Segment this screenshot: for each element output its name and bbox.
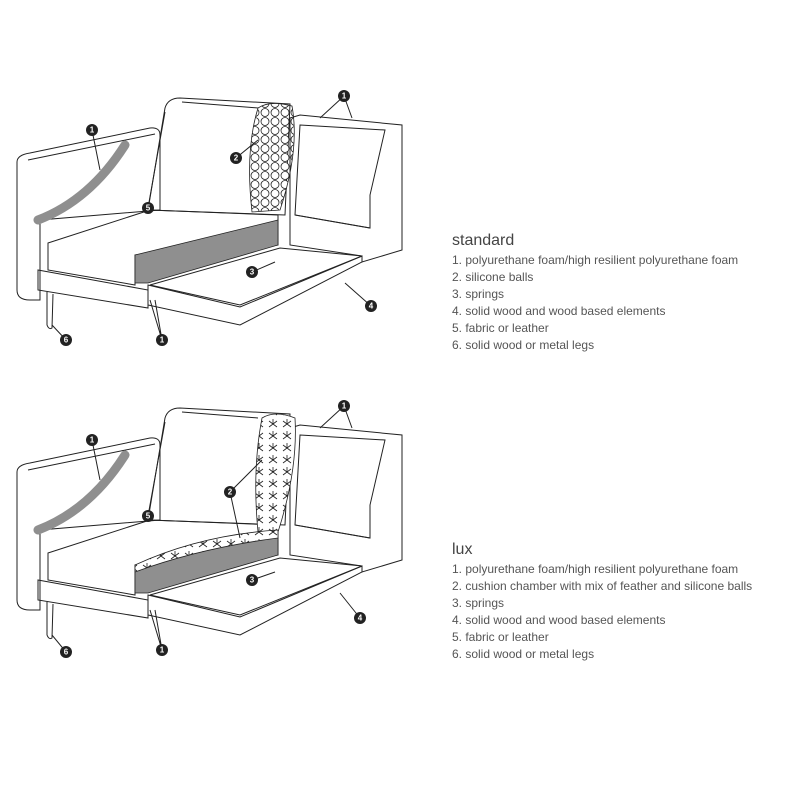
marker: 3 xyxy=(246,574,258,586)
marker: 1 xyxy=(86,434,98,446)
svg-text:3: 3 xyxy=(250,268,255,277)
svg-text:6: 6 xyxy=(64,648,69,657)
marker: 2 xyxy=(230,152,242,164)
svg-text:4: 4 xyxy=(358,614,363,623)
marker: 4 xyxy=(365,300,377,312)
legend-item: 5. fabric or leather xyxy=(452,630,549,644)
svg-text:3: 3 xyxy=(250,576,255,585)
svg-text:2: 2 xyxy=(234,154,239,163)
marker: 1 xyxy=(156,334,168,346)
legend-item: 6. solid wood or metal legs xyxy=(452,338,595,352)
legend-title: lux xyxy=(452,541,473,558)
marker: 1 xyxy=(338,400,350,412)
legend-item: 1. polyurethane foam/high resilient poly… xyxy=(452,562,739,576)
standard-sofa-drawing: 1 1 1 2 3 4 5 6 xyxy=(0,90,420,346)
legend-item: 3. springs xyxy=(452,596,505,610)
marker: 1 xyxy=(338,90,350,102)
marker: 6 xyxy=(60,646,72,658)
legend-title: standard xyxy=(452,232,515,249)
legend-item: 2. silicone balls xyxy=(452,270,534,284)
standard-legend: standard 1. polyurethane foam/high resil… xyxy=(452,232,738,354)
marker: 4 xyxy=(354,612,366,624)
legend-item: 6. solid wood or metal legs xyxy=(452,647,595,661)
seat-cushion-chamber xyxy=(134,529,279,573)
marker: 1 xyxy=(156,644,168,656)
svg-text:4: 4 xyxy=(369,302,374,311)
legend-item: 4. solid wood and wood based elements xyxy=(452,613,666,627)
legend-item: 2. cushion chamber with mix of feather a… xyxy=(452,579,753,593)
marker: 6 xyxy=(60,334,72,346)
svg-text:1: 1 xyxy=(90,436,95,445)
marker: 2 xyxy=(224,486,236,498)
legend-item: 5. fabric or leather xyxy=(452,321,549,335)
marker: 3 xyxy=(246,266,258,278)
lux-legend: lux 1. polyurethane foam/high resilient … xyxy=(452,541,752,663)
silicone-balls xyxy=(249,103,295,213)
svg-text:5: 5 xyxy=(146,512,151,521)
legend-item: 4. solid wood and wood based elements xyxy=(452,304,666,318)
svg-text:2: 2 xyxy=(228,488,233,497)
svg-text:1: 1 xyxy=(160,646,165,655)
marker: 5 xyxy=(142,202,154,214)
cushion-chamber xyxy=(255,413,296,533)
marker: 1 xyxy=(86,124,98,136)
svg-text:5: 5 xyxy=(146,204,151,213)
svg-text:1: 1 xyxy=(342,402,347,411)
svg-text:6: 6 xyxy=(64,336,69,345)
legend-item: 3. springs xyxy=(452,287,505,301)
marker: 5 xyxy=(142,510,154,522)
legend-item: 1. polyurethane foam/high resilient poly… xyxy=(452,253,739,267)
lux-sofa-drawing: 1 1 1 2 3 4 5 6 xyxy=(0,400,420,658)
svg-text:1: 1 xyxy=(160,336,165,345)
svg-text:1: 1 xyxy=(342,92,347,101)
svg-text:1: 1 xyxy=(90,126,95,135)
